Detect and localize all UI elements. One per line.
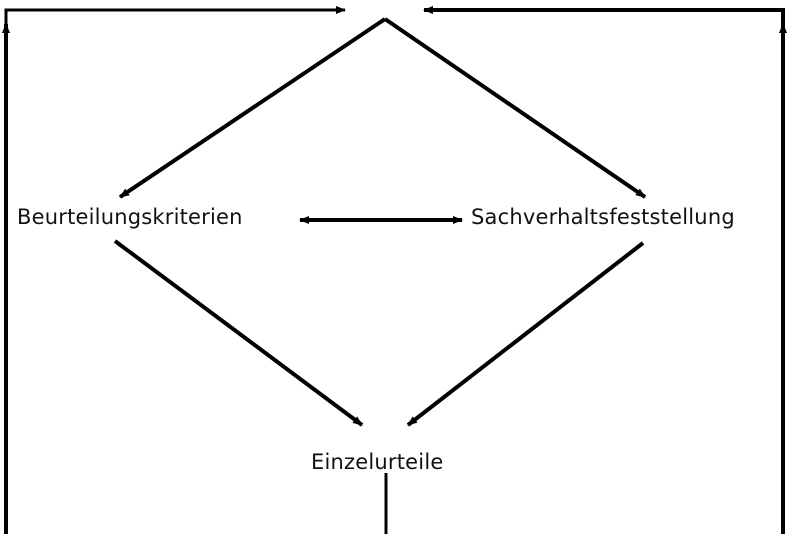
- node-top-label: ': [380, 0, 386, 13]
- edge-right-to-bottom: [406, 241, 645, 427]
- edge-left-to-bottom: [113, 239, 364, 427]
- node-beurteilungskriterien: Beurteilungskriterien: [17, 205, 243, 229]
- feedback-right-top: [423, 6, 785, 24]
- edge-top-to-left: [118, 17, 387, 199]
- feedback-left-top: [4, 6, 346, 24]
- edge-top-to-right: [383, 17, 647, 199]
- node-sachverhaltsfeststellung: Sachverhaltsfeststellung: [471, 205, 735, 229]
- node-einzelurteile: Einzelurteile: [311, 450, 444, 474]
